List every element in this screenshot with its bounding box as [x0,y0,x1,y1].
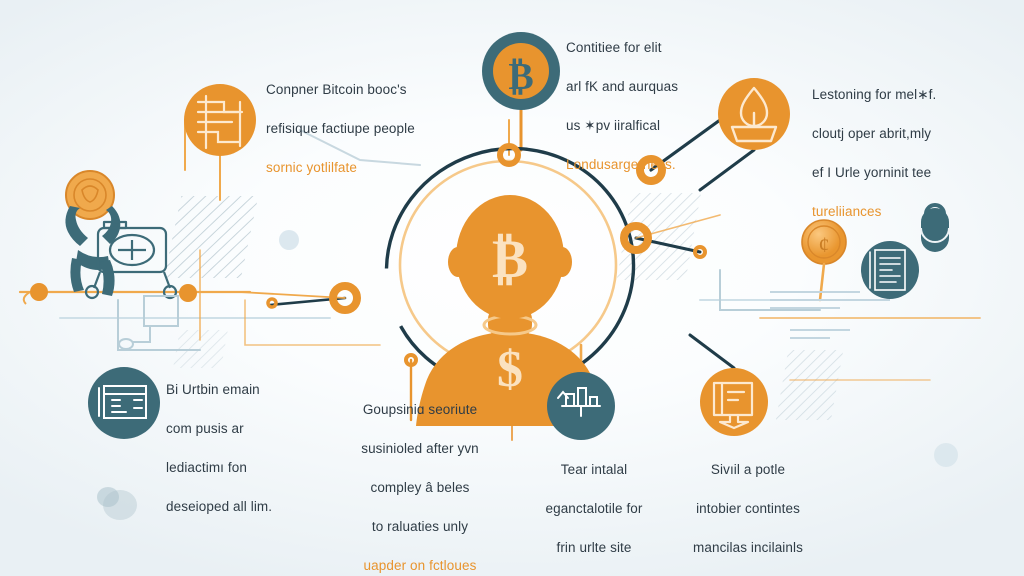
background-texture [97,230,958,520]
callout-top-middle: Contitiee for elit arl fK and aurquas us… [566,18,726,194]
callout-text: frin urlte site [556,539,632,555]
callout-text: Lestoning for mel∗f. [812,86,937,102]
callout-top-right: Lestoning for mel∗f. cloutj oper abrit,m… [812,65,1002,241]
cent-coin-icon[interactable]: ¢ [801,219,847,302]
callout-text: Bi Urtbin emain [166,381,260,397]
callout-text: cloutj oper abrit,mly [812,125,932,141]
callout-bottom-middle: Tear intalal eganctalotile for frin urlt… [524,440,664,576]
callout-text: to raluaties unly [371,518,469,534]
lamp-flame-icon[interactable] [718,78,790,150]
padlock-icon[interactable] [920,203,950,252]
document-chart-icon[interactable] [184,84,256,156]
callout-text: susiniolеd after yvn [361,440,479,456]
document-page-icon[interactable] [861,241,919,299]
callout-text: com pusis ar [166,420,244,436]
monitor-screen-icon[interactable] [700,368,768,436]
callout-text: ef I Urle yorninit tee [812,164,932,180]
callout-text: us ✶pv iiralfical [566,117,661,133]
ring-nodes [266,143,707,367]
callout-text: eganctalotile for [545,500,643,516]
hand-holding-coin-icon [65,170,179,350]
callout-bottom-middle-left: Goupsiniɑ seoriute susiniolеd after yvn … [336,380,504,576]
callout-accent-text: tureliiances [812,203,882,219]
callout-text: lediactimı fon [166,459,247,475]
callout-text: deseioped all lim. [166,498,273,514]
callout-top-left: Conpner Bitcoin booc's refisique factiup… [266,60,466,197]
callout-bottom-right: Sivıil a potle intobier contintes mancil… [668,440,828,576]
callout-text: compley â belеs [370,479,470,495]
svg-text:$: $ [497,341,523,398]
callout-text: refisique factiupe people [266,120,415,136]
window-frame-icon[interactable] [88,367,160,439]
callout-accent-text: sornic yotlilfate [266,159,357,175]
callout-text: Tear intalal [560,461,628,477]
bitcoin-coin-icon[interactable]: ₿ [482,32,560,110]
callout-accent-text: uapder on fctloues a faftitions [363,557,477,573]
callout-text: mancilas incilainls [693,539,803,555]
hatch-texture-patches [163,193,844,420]
svg-text:₿: ₿ [508,56,533,98]
callout-accent-text: Londusarge-hess. [566,156,676,172]
svg-text:¢: ¢ [819,232,830,257]
svg-text:₿: ₿ [492,229,528,289]
orange-dot-icon [22,283,197,305]
city-skyline-icon[interactable] [547,372,615,440]
callout-text: arl fK and aurquas [566,78,679,94]
callout-text: Goupsiniɑ seoriute [362,401,478,417]
callout-text: Conpner Bitcoin booc's [266,81,407,97]
callout-text: Sivıil a potle [710,461,786,477]
right-chart-lines [770,291,890,339]
callout-text: Contitiee for elit [566,39,662,55]
callout-bottom-left: Bi Urtbin emain com pusis ar lediactimı … [166,360,326,536]
callout-text: intobier contintes [696,500,800,516]
